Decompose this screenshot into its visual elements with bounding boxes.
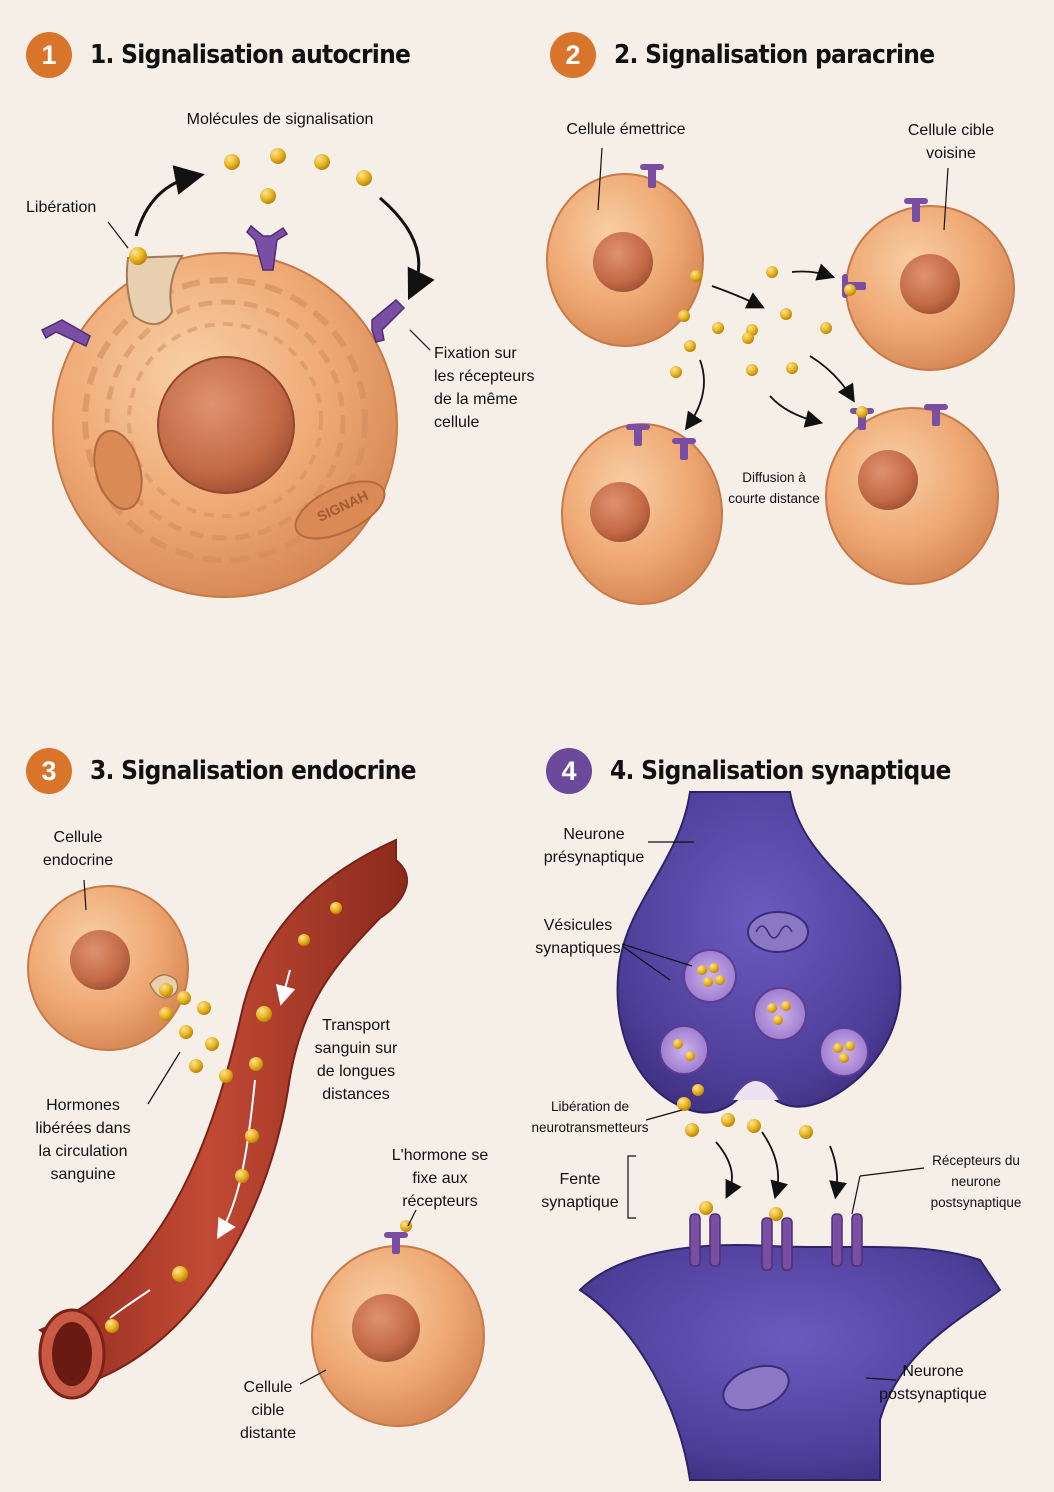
label-release: Libération bbox=[26, 199, 97, 216]
paracrine-cells bbox=[546, 173, 1015, 605]
label-neighbor-target: Cellule cible voisine bbox=[907, 122, 995, 162]
endocrine-cell bbox=[27, 885, 189, 1051]
label-synaptic-cleft: Fente synaptique bbox=[541, 1171, 619, 1211]
label-hormone-binds: L'hormone se fixe aux récepteurs bbox=[391, 1147, 489, 1210]
panel-title: 4. Signalisation synaptique bbox=[610, 756, 951, 786]
panel-title: 1. Signalisation autocrine bbox=[90, 40, 411, 70]
label-postsynaptic-receptors: Récepteurs du neurone postsynaptique bbox=[930, 1153, 1022, 1210]
synaptic-vesicles bbox=[659, 949, 869, 1101]
label-binding-same-cell: Fixation sur les récepteurs de la même c… bbox=[434, 345, 535, 431]
label-distant-target: Cellule cible distante bbox=[239, 1379, 297, 1442]
label-neurotransmitter-release: Libération de neurotransmetteurs bbox=[531, 1099, 649, 1135]
neurotransmitters bbox=[673, 963, 855, 1221]
postsynaptic-receptors bbox=[689, 1213, 863, 1271]
panel-header-synaptic: 4 4. Signalisation synaptique bbox=[546, 748, 989, 794]
autocrine-receptors bbox=[40, 224, 406, 348]
panel-number-badge: 2 bbox=[550, 32, 596, 78]
panel-header-endocrine: 3 3. Signalisation endocrine bbox=[26, 748, 452, 794]
panel-header-autocrine: 1 1. Signalisation autocrine bbox=[26, 32, 446, 78]
label-short-diffusion: Diffusion à courte distance bbox=[728, 470, 820, 506]
label-presynaptic-neuron: Neurone présynaptique bbox=[543, 826, 645, 866]
panel-header-paracrine: 2 2. Signalisation paracrine bbox=[550, 32, 970, 78]
distant-target-cell bbox=[311, 1232, 485, 1427]
paracrine-molecules bbox=[670, 266, 868, 418]
label-postsynaptic-neuron: Neurone postsynaptique bbox=[879, 1363, 987, 1403]
panel-number-badge: 3 bbox=[26, 748, 72, 794]
label-endocrine-cell: Cellule endocrine bbox=[42, 829, 114, 869]
hormones bbox=[105, 902, 412, 1333]
panel-number-badge: 1 bbox=[26, 32, 72, 78]
panel-title: 2. Signalisation paracrine bbox=[614, 40, 935, 70]
label-hormones-released: Hormones libérées dans la circulation sa… bbox=[35, 1097, 131, 1183]
label-signal-molecules: Molécules de signalisation bbox=[186, 111, 374, 128]
label-synaptic-vesicles: Vésicules synaptiques bbox=[535, 917, 621, 957]
label-emitter-cell: Cellule émettrice bbox=[566, 121, 686, 138]
autocrine-cell bbox=[52, 252, 398, 598]
panel-number-badge: 4 bbox=[546, 748, 592, 794]
signal-molecules bbox=[224, 148, 372, 204]
panel-title: 3. Signalisation endocrine bbox=[90, 756, 417, 786]
label-blood-transport: Transport sanguin sur de longues distanc… bbox=[314, 1017, 398, 1103]
